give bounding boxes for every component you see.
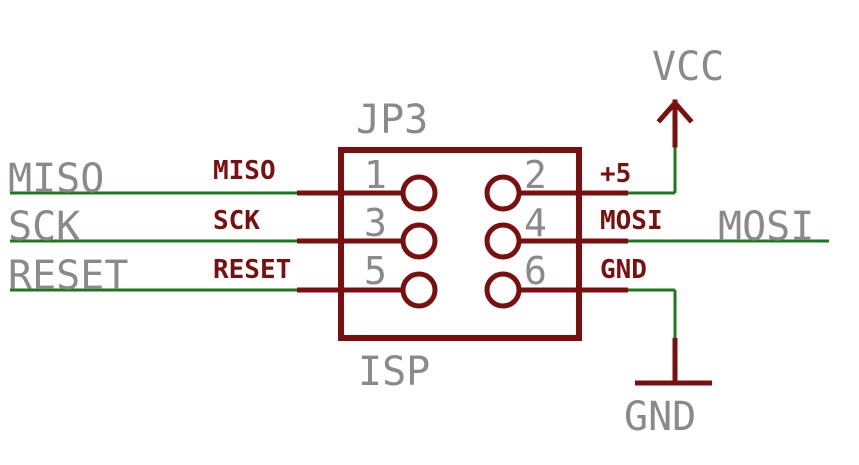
header-body bbox=[338, 147, 582, 341]
part-value: ISP bbox=[358, 349, 430, 395]
vcc-label: VCC bbox=[652, 44, 724, 90]
ground-icon bbox=[635, 338, 712, 386]
pin-number-5: 5 bbox=[364, 249, 387, 293]
gnd-symbol-label: GND bbox=[624, 394, 696, 440]
net-label-sck: SCK bbox=[8, 204, 80, 250]
pin-number-1: 1 bbox=[364, 153, 387, 197]
pin-name-miso: MISO bbox=[213, 156, 276, 186]
pin-name-gnd: GND bbox=[600, 255, 647, 285]
net-label-miso: MISO bbox=[8, 156, 104, 202]
pin-number-2: 2 bbox=[524, 153, 547, 197]
pin-name-mosi: MOSI bbox=[600, 206, 663, 236]
pad-4 bbox=[484, 222, 522, 260]
pad-2 bbox=[484, 174, 522, 212]
pin-name-reset: RESET bbox=[213, 255, 291, 285]
net-label-mosi: MOSI bbox=[718, 204, 814, 250]
pin-name-sck: SCK bbox=[213, 206, 260, 236]
pad-1 bbox=[400, 174, 438, 212]
vcc-arrow-icon bbox=[656, 99, 694, 148]
pin-number-4: 4 bbox=[524, 201, 547, 245]
part-name: JP3 bbox=[356, 97, 428, 143]
pin-name-plus5: +5 bbox=[600, 159, 631, 189]
net-label-reset: RESET bbox=[8, 253, 128, 299]
pin-number-3: 3 bbox=[364, 201, 387, 245]
pad-6 bbox=[484, 271, 522, 309]
pad-3 bbox=[400, 222, 438, 260]
pin-number-6: 6 bbox=[524, 249, 547, 293]
pad-5 bbox=[400, 271, 438, 309]
